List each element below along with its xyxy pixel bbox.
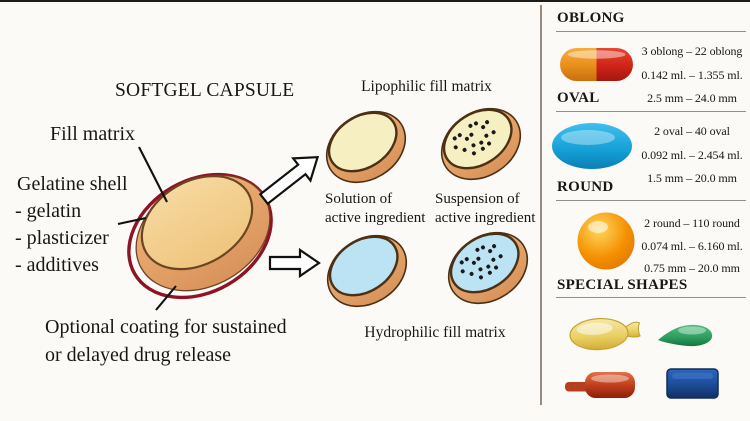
section-heading-oval: OVAL	[557, 90, 600, 106]
section-rule	[556, 111, 746, 112]
coating-note-line2: or delayed drug release	[45, 344, 232, 366]
round-size-range: 0.75 mm – 20.0 mm	[644, 261, 740, 275]
suspension-label: Suspension of active ingredient	[435, 190, 535, 227]
page-title: SOFTGEL CAPSULE	[115, 80, 295, 101]
rectangle-capsule-icon	[666, 368, 719, 399]
hydrophilic-title: Hydrophilic fill matrix	[364, 324, 506, 341]
additives-item: - additives	[15, 254, 99, 276]
oblong-capsule-icon	[560, 48, 633, 81]
hydrophilic-solution-capsule	[326, 234, 408, 308]
section-rule	[556, 297, 746, 298]
solution-label: Solution of active ingredient	[325, 190, 425, 227]
oval-stats: 2 oval – 40 oval 0.092 ml. – 2.454 ml. 1…	[636, 120, 748, 191]
lipophilic-suspension-capsule	[440, 107, 522, 181]
arrow-right-icon	[268, 247, 321, 279]
oval-size-range: 1.5 mm – 20.0 mm	[647, 171, 737, 185]
coating-note-line1: Optional coating for sustained	[45, 316, 287, 338]
oblong-count-range: 3 oblong – 22 oblong	[641, 44, 743, 58]
round-count-range: 2 round – 110 round	[644, 216, 740, 230]
suspension-label-line2: active ingredient	[435, 209, 536, 226]
lipophilic-solution-capsule	[325, 110, 407, 184]
arrow-up-right-icon	[258, 155, 320, 206]
section-rule	[556, 31, 746, 32]
section-heading-special-shapes: SPECIAL SHAPES	[557, 277, 688, 293]
fill-matrix-label: Fill matrix	[50, 123, 135, 145]
gelatin-item: - gelatin	[15, 200, 82, 222]
round-capsule-icon	[577, 212, 635, 270]
solution-label-line2: active ingredient	[325, 209, 426, 226]
teardrop-capsule-icon	[658, 324, 713, 347]
top-border-line	[0, 0, 750, 2]
round-volume-range: 0.074 ml. – 6.160 ml.	[641, 238, 743, 253]
oblong-stats: 3 oblong – 22 oblong 0.142 ml. – 1.355 m…	[636, 40, 748, 111]
round-stats: 2 round – 110 round 0.074 ml. – 6.160 ml…	[636, 212, 748, 280]
plasticizer-item: - plasticizer	[15, 227, 109, 249]
oval-count-range: 2 oval – 40 oval	[654, 124, 730, 138]
suspension-label-line1: Suspension of	[435, 191, 520, 207]
ampoule-capsule-icon	[565, 372, 635, 398]
oval-capsule-icon	[552, 123, 632, 169]
coating-note: Optional coating for sustained or delaye…	[45, 313, 287, 369]
solution-label-line1: Solution of	[325, 191, 393, 207]
lipophilic-title: Lipophilic fill matrix	[361, 78, 492, 95]
section-heading-round: ROUND	[557, 179, 614, 195]
hydrophilic-suspension-capsule	[447, 231, 529, 305]
label-pointer-lines	[117, 146, 177, 311]
fish-capsule-icon	[569, 317, 641, 351]
oblong-volume-range: 0.142 ml. – 1.355 ml.	[641, 67, 743, 82]
oblong-size-range: 2.5 mm – 24.0 mm	[647, 91, 737, 105]
oval-volume-range: 0.092 ml. – 2.454 ml.	[641, 147, 743, 162]
softgel-capsule-illustration	[127, 172, 273, 300]
section-rule	[556, 200, 746, 201]
section-heading-oblong: OBLONG	[557, 10, 625, 26]
gelatine-shell-label: Gelatine shell	[17, 173, 128, 195]
panel-divider	[540, 5, 542, 405]
